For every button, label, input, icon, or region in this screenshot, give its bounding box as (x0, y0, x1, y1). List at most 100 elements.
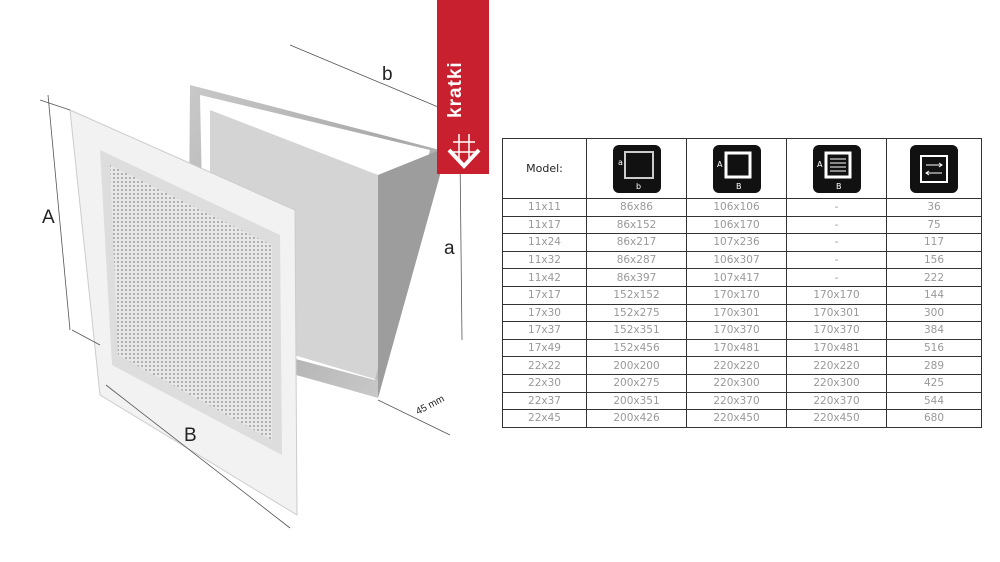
dimension-label-B: B (184, 425, 197, 446)
cell-louvre-size: - (786, 198, 887, 217)
cell-louvre-size: - (786, 250, 887, 270)
product-drawing (39, 44, 463, 529)
cell-model: 22x45 (502, 409, 587, 428)
cell-inner-size: 152x275 (586, 303, 687, 323)
cell-model: 17x17 (502, 285, 587, 305)
cell-inner-size: 86x287 (586, 250, 687, 270)
brand-logo: kratki (437, 0, 489, 174)
cell-airflow-area: 680 (886, 409, 982, 428)
cell-airflow-area: 425 (886, 373, 982, 393)
cell-model: 11x11 (502, 198, 587, 217)
cell-model: 11x24 (502, 233, 587, 252)
cell-inner-size: 200x426 (586, 409, 687, 428)
svg-text:B: B (836, 182, 842, 191)
cell-outer-size: 170x481 (686, 338, 787, 358)
grille-arrow-icon (447, 134, 481, 169)
cell-airflow-area: 75 (886, 215, 982, 235)
cell-model: 17x30 (502, 303, 587, 323)
cell-outer-size: 220x220 (686, 356, 787, 375)
cell-airflow-area: 516 (886, 338, 982, 358)
cell-model: 11x17 (502, 215, 587, 235)
cell-louvre-size: 170x170 (786, 285, 887, 305)
cell-louvre-size: - (786, 268, 887, 287)
cell-outer-size: 107x236 (686, 233, 787, 252)
cell-inner-size: 86x152 (586, 215, 687, 235)
cell-outer-size: 107x417 (686, 268, 787, 287)
svg-text:A: A (817, 160, 823, 169)
cell-inner-size: 86x397 (586, 268, 687, 287)
svg-text:B: B (736, 182, 742, 191)
dimension-label-a: a (444, 238, 455, 259)
cell-model: 11x42 (502, 268, 587, 287)
cell-airflow-area: 156 (886, 250, 982, 270)
cell-louvre-size: 220x450 (786, 409, 887, 428)
cell-outer-size: 170x370 (686, 321, 787, 340)
cell-outer-size: 170x301 (686, 303, 787, 323)
cell-outer-size: 106x307 (686, 250, 787, 270)
cell-louvre-size: 220x300 (786, 373, 887, 393)
svg-text:a: a (618, 158, 623, 167)
dimension-label-A: A (42, 207, 55, 228)
cell-inner-size: 152x152 (586, 285, 687, 305)
cell-model: 11x32 (502, 250, 587, 270)
cell-airflow-area: 117 (886, 233, 982, 252)
cell-airflow-area: 289 (886, 356, 982, 375)
cell-inner-size: 86x217 (586, 233, 687, 252)
cell-outer-size: 106x106 (686, 198, 787, 217)
cell-model: 17x49 (502, 338, 587, 358)
cell-airflow-area: 384 (886, 321, 982, 340)
cell-louvre-size: 170x301 (786, 303, 887, 323)
cell-airflow-area: 144 (886, 285, 982, 305)
cell-outer-size: 220x370 (686, 391, 787, 411)
dimension-label-b: b (382, 64, 393, 85)
cell-airflow-area: 300 (886, 303, 982, 323)
cell-louvre-size: 170x481 (786, 338, 887, 358)
cell-model: 22x30 (502, 373, 587, 393)
cell-inner-size: 152x351 (586, 321, 687, 340)
cell-outer-size: 220x450 (686, 409, 787, 428)
cell-model: 22x37 (502, 391, 587, 411)
cell-inner-size: 200x200 (586, 356, 687, 375)
cell-louvre-size: - (786, 215, 887, 235)
cell-inner-size: 152x456 (586, 338, 687, 358)
svg-text:A: A (717, 160, 723, 169)
dimension-lines (39, 44, 463, 529)
cell-airflow-area: 36 (886, 198, 982, 217)
cell-inner-size: 200x351 (586, 391, 687, 411)
cell-airflow-area: 222 (886, 268, 982, 287)
cell-inner-size: 86x86 (586, 198, 687, 217)
cell-louvre-size: 220x220 (786, 356, 887, 375)
cell-model: 22x22 (502, 356, 587, 375)
cell-louvre-size: 220x370 (786, 391, 887, 411)
cell-outer-size: 220x300 (686, 373, 787, 393)
cell-louvre-size: - (786, 233, 887, 252)
cell-airflow-area: 544 (886, 391, 982, 411)
grille-front (69, 109, 298, 516)
cell-outer-size: 170x170 (686, 285, 787, 305)
cell-model: 17x37 (502, 321, 587, 340)
cell-outer-size: 106x170 (686, 215, 787, 235)
model-header: Model: (502, 138, 587, 199)
svg-text:b: b (636, 182, 641, 191)
airflow-icon (910, 144, 958, 193)
cell-inner-size: 200x275 (586, 373, 687, 393)
brand-name: kratki (445, 61, 466, 118)
